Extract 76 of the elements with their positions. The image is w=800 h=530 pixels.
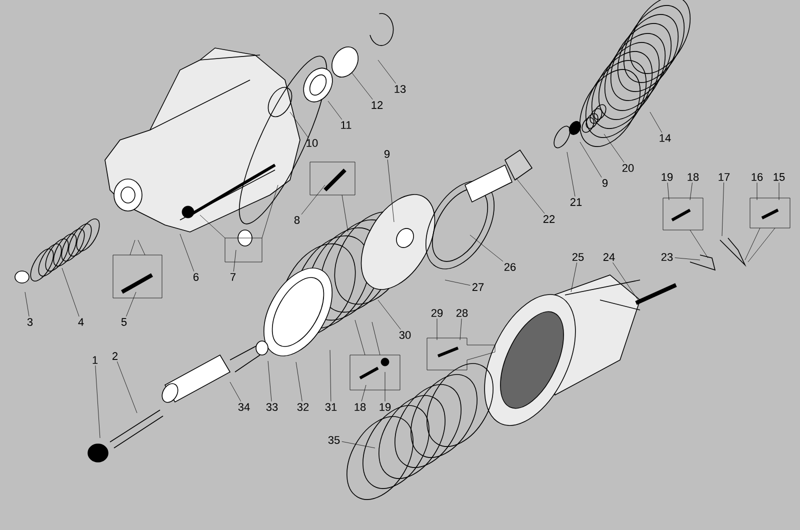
callout-number: 26: [504, 263, 516, 271]
callout-number: 10: [306, 139, 318, 147]
callout-number: 29: [431, 309, 443, 317]
callout-number: 18: [354, 403, 366, 411]
leader-line: [722, 182, 724, 236]
leader-line: [690, 182, 692, 200]
callout-number: 15: [774, 173, 785, 181]
callout-number: 13: [394, 85, 406, 93]
callout-number: 9: [602, 179, 608, 187]
leader-line: [778, 182, 780, 200]
callout-number: 23: [661, 253, 673, 261]
callout-number: 2: [112, 352, 118, 360]
leader-line: [674, 258, 700, 260]
leader-line: [180, 234, 194, 272]
callout-number: 27: [472, 283, 484, 291]
callout-number: 20: [622, 164, 634, 172]
leader-line: [470, 234, 504, 262]
leader-line: [290, 112, 308, 138]
leader-line: [378, 300, 401, 330]
leader-line: [384, 372, 386, 402]
callout-number: 5: [121, 318, 127, 326]
leader-line: [570, 262, 578, 292]
callout-number: 19: [662, 173, 673, 181]
leader-line: [460, 318, 462, 340]
leader-line: [24, 292, 30, 317]
leader-line: [361, 384, 366, 402]
leader-line: [328, 100, 342, 120]
leader-line: [116, 361, 138, 414]
leader-line: [516, 178, 545, 214]
callout-number: 24: [603, 253, 615, 261]
callout-number: 21: [570, 198, 582, 206]
callout-number: 34: [238, 403, 250, 411]
leader-line: [387, 159, 394, 222]
leader-line: [378, 60, 396, 84]
leader-line: [342, 441, 376, 448]
callout-number: 3: [27, 318, 33, 326]
callout-number: 6: [194, 273, 199, 281]
callout-number: 22: [543, 215, 555, 223]
callout-number: 18: [688, 173, 699, 181]
leader-line: [756, 182, 758, 200]
leader-line: [301, 184, 326, 215]
callout-number: 32: [297, 403, 309, 411]
leader-line: [667, 182, 670, 200]
callout-number: 30: [399, 331, 411, 339]
callout-number: 9: [384, 150, 390, 158]
leader-line: [612, 262, 638, 300]
leader-line: [126, 292, 136, 317]
leader-line: [230, 382, 242, 402]
leader-line: [604, 134, 624, 163]
leader-line: [268, 360, 272, 402]
leader-line: [62, 268, 80, 317]
callout-number: 7: [230, 273, 236, 281]
callout-number: 12: [372, 101, 383, 109]
callout-number: 11: [341, 121, 352, 129]
callout-number: 8: [294, 216, 300, 224]
leader-line: [330, 350, 332, 402]
leader-line: [650, 112, 662, 133]
callout-number: 33: [266, 403, 278, 411]
leader-line: [566, 152, 576, 197]
leader-line: [233, 250, 236, 272]
callout-number: 19: [380, 403, 391, 411]
callout-number: 16: [752, 173, 763, 181]
callout-number: 31: [325, 403, 337, 411]
leader-line: [436, 318, 438, 340]
callout-number: 14: [660, 134, 671, 142]
leader-line: [444, 280, 470, 286]
callout-number: 4: [78, 318, 84, 326]
leader-line: [580, 142, 602, 178]
leader-line: [95, 365, 100, 438]
callout-number: 35: [328, 436, 340, 444]
callout-number: 17: [718, 173, 730, 181]
leader-line: [352, 72, 373, 100]
callout-number: 25: [572, 253, 584, 261]
leader-line: [296, 362, 302, 402]
callout-number: 1: [92, 356, 98, 364]
callout-number: 28: [456, 309, 468, 317]
